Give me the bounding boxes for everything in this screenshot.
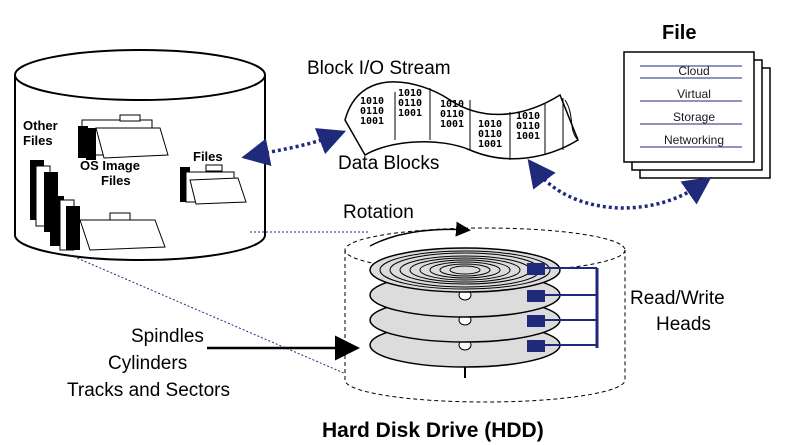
rotation-label: Rotation xyxy=(343,202,414,223)
read-write-label: Read/Write xyxy=(630,288,725,309)
bits-row: 0110 xyxy=(360,106,385,117)
bits-row: 0110 xyxy=(440,109,465,120)
os-image-label: OS Image xyxy=(80,158,140,173)
connector-line-bottom xyxy=(69,254,361,381)
data-block-bits-4: 1010 0110 1001 xyxy=(478,120,502,150)
bits-row: 1001 xyxy=(440,119,465,130)
data-blocks-label: Data Blocks xyxy=(338,153,440,174)
files-folder-icon xyxy=(180,164,247,205)
stream-to-file-arrow xyxy=(527,158,712,210)
tracks-sectors-label: Tracks and Sectors xyxy=(67,380,230,401)
rotation-arrow-icon xyxy=(369,221,471,247)
heads-label: Heads xyxy=(656,314,711,335)
other-files-folder-icon xyxy=(78,114,169,160)
file-line-storage: Storage xyxy=(672,110,716,124)
bits-row: 1001 xyxy=(398,108,423,119)
os-image-folder-icon xyxy=(30,160,166,251)
spindles-label: Spindles xyxy=(131,326,204,347)
block-io-stream xyxy=(344,81,579,160)
data-block-bits-2: 1010 0110 1001 xyxy=(398,89,422,119)
other-files-label-2: Files xyxy=(23,133,53,148)
block-io-stream-label: Block I/O Stream xyxy=(307,58,451,79)
data-block-bits-3: 1010 0110 1001 xyxy=(440,100,464,130)
bits-row: 1001 xyxy=(478,139,503,150)
file-line-networking: Networking xyxy=(663,133,725,147)
data-block-bits-1: 1010 0110 1001 xyxy=(360,97,384,127)
bits-row: 0110 xyxy=(398,98,423,109)
data-block-bits-5: 1010 0110 1001 xyxy=(516,112,540,142)
bits-row: 1001 xyxy=(360,116,385,127)
bits-row: 0110 xyxy=(478,129,503,140)
read-write-head-assembly xyxy=(527,263,599,352)
platter-top-tracks xyxy=(369,247,561,293)
stream-to-cylinder-arrow xyxy=(241,128,347,166)
other-files-label: Other xyxy=(23,118,58,133)
bits-row: 1010 xyxy=(478,119,503,130)
bits-row: 1010 xyxy=(360,96,385,107)
bits-row: 1010 xyxy=(398,88,423,99)
files-label: Files xyxy=(193,149,223,164)
bits-row: 1001 xyxy=(516,131,541,142)
hdd-title: Hard Disk Drive (HDD) xyxy=(322,419,544,442)
bits-row: 0110 xyxy=(516,121,541,132)
file-line-cloud: Cloud xyxy=(678,64,710,78)
bits-row: 1010 xyxy=(440,99,465,110)
os-image-files-label: Files xyxy=(101,173,131,188)
file-label: File xyxy=(662,22,697,44)
cylinders-label: Cylinders xyxy=(108,353,188,374)
bits-row: 1010 xyxy=(516,111,541,122)
file-line-virtual: Virtual xyxy=(677,87,711,101)
